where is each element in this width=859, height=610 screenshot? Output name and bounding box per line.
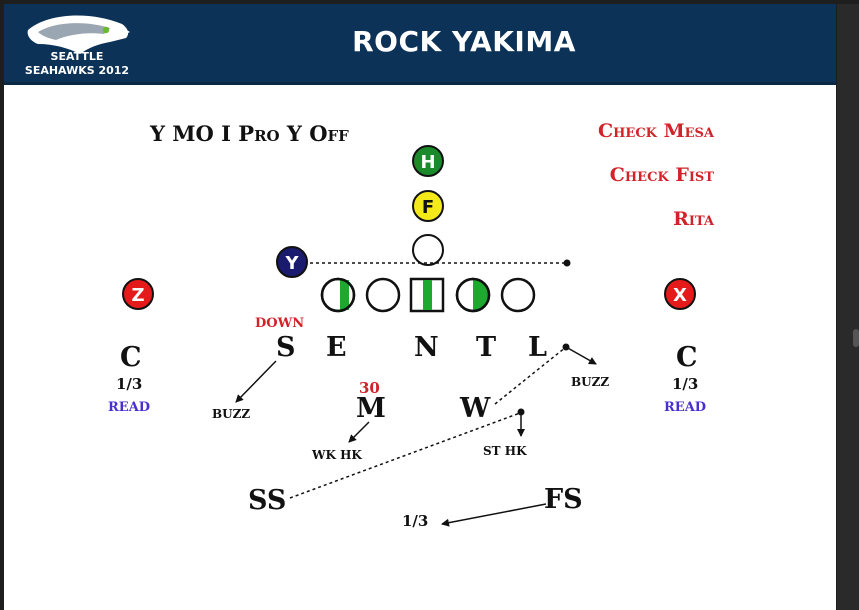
st-hk-label: ST HK [483, 444, 527, 458]
ss-rotation-line [289, 412, 521, 499]
player-z [122, 278, 154, 310]
right-corner-read: READ [664, 400, 707, 415]
right-corner: C [676, 342, 698, 373]
defender-ss: SS [248, 485, 287, 516]
play-diagram: H F Y Z X [122, 145, 696, 527]
defender-l: L [528, 332, 547, 363]
player-z-label: Z [131, 285, 144, 306]
lineman-rt [500, 277, 536, 313]
defender-w: W [460, 393, 491, 424]
formation-label: Y MO I Pro Y Off [150, 121, 349, 146]
player-f [412, 190, 444, 222]
m-number: 30 [359, 379, 380, 397]
player-y-label: Y [284, 253, 299, 274]
player-h [412, 145, 444, 177]
seahawks-logo-icon [27, 15, 130, 55]
defender-e: E [326, 332, 347, 363]
defender-n: N [414, 332, 439, 363]
logo-text-seattle: SEATTLE [50, 50, 104, 63]
s-buzz-route [235, 360, 277, 403]
call-check-mesa: Check Mesa [598, 120, 714, 142]
lineman-rg-fill [473, 279, 489, 311]
slide: SEATTLE SEAHAWKS 2012 ROCK YAKIMA Y MO I… [4, 4, 836, 610]
defender-m: M [356, 393, 386, 424]
lineman-rg-outline [455, 277, 491, 313]
player-x-label: X [673, 285, 687, 306]
player-x [664, 278, 696, 310]
player-f-label: F [422, 197, 434, 218]
m-hook-route [348, 421, 370, 443]
down-label: DOWN [255, 316, 305, 331]
logo-text-seahawks: SEAHAWKS 2012 [24, 64, 130, 77]
left-corner-read: READ [108, 400, 151, 415]
player-h-label: H [420, 152, 435, 173]
defender-fs: FS [544, 484, 583, 515]
fs-zone-label: 1/3 [402, 512, 429, 530]
left-corner-zone: 1/3 [116, 375, 143, 393]
l-buzz-route [565, 346, 597, 365]
lineman-lt-outline [320, 277, 356, 313]
y-motion-end [563, 259, 571, 267]
header-banner: SEATTLE SEAHAWKS 2012 ROCK YAKIMA [4, 4, 836, 85]
lineman-lg [365, 277, 401, 313]
scrollbar-thumb[interactable] [853, 329, 859, 347]
call-rita: Rita [673, 208, 714, 230]
left-corner: C [120, 342, 142, 373]
right-corner-zone: 1/3 [672, 375, 699, 393]
lineman-lt-fill [340, 280, 349, 310]
call-check-fist: Check Fist [609, 164, 714, 186]
defender-s: S [276, 332, 296, 363]
buzz-right-label: BUZZ [571, 375, 610, 389]
player-qb [412, 234, 444, 266]
fs-third-route [441, 503, 547, 527]
buzz-left-label: BUZZ [212, 407, 251, 421]
offensive-line [320, 277, 536, 313]
lineman-center-fill [423, 280, 432, 310]
defender-t: T [476, 332, 497, 363]
page-title: ROCK YAKIMA [352, 25, 576, 58]
wk-hk-label: WK HK [312, 448, 362, 462]
player-y [276, 246, 308, 278]
window-scrollbar[interactable] [837, 4, 859, 610]
